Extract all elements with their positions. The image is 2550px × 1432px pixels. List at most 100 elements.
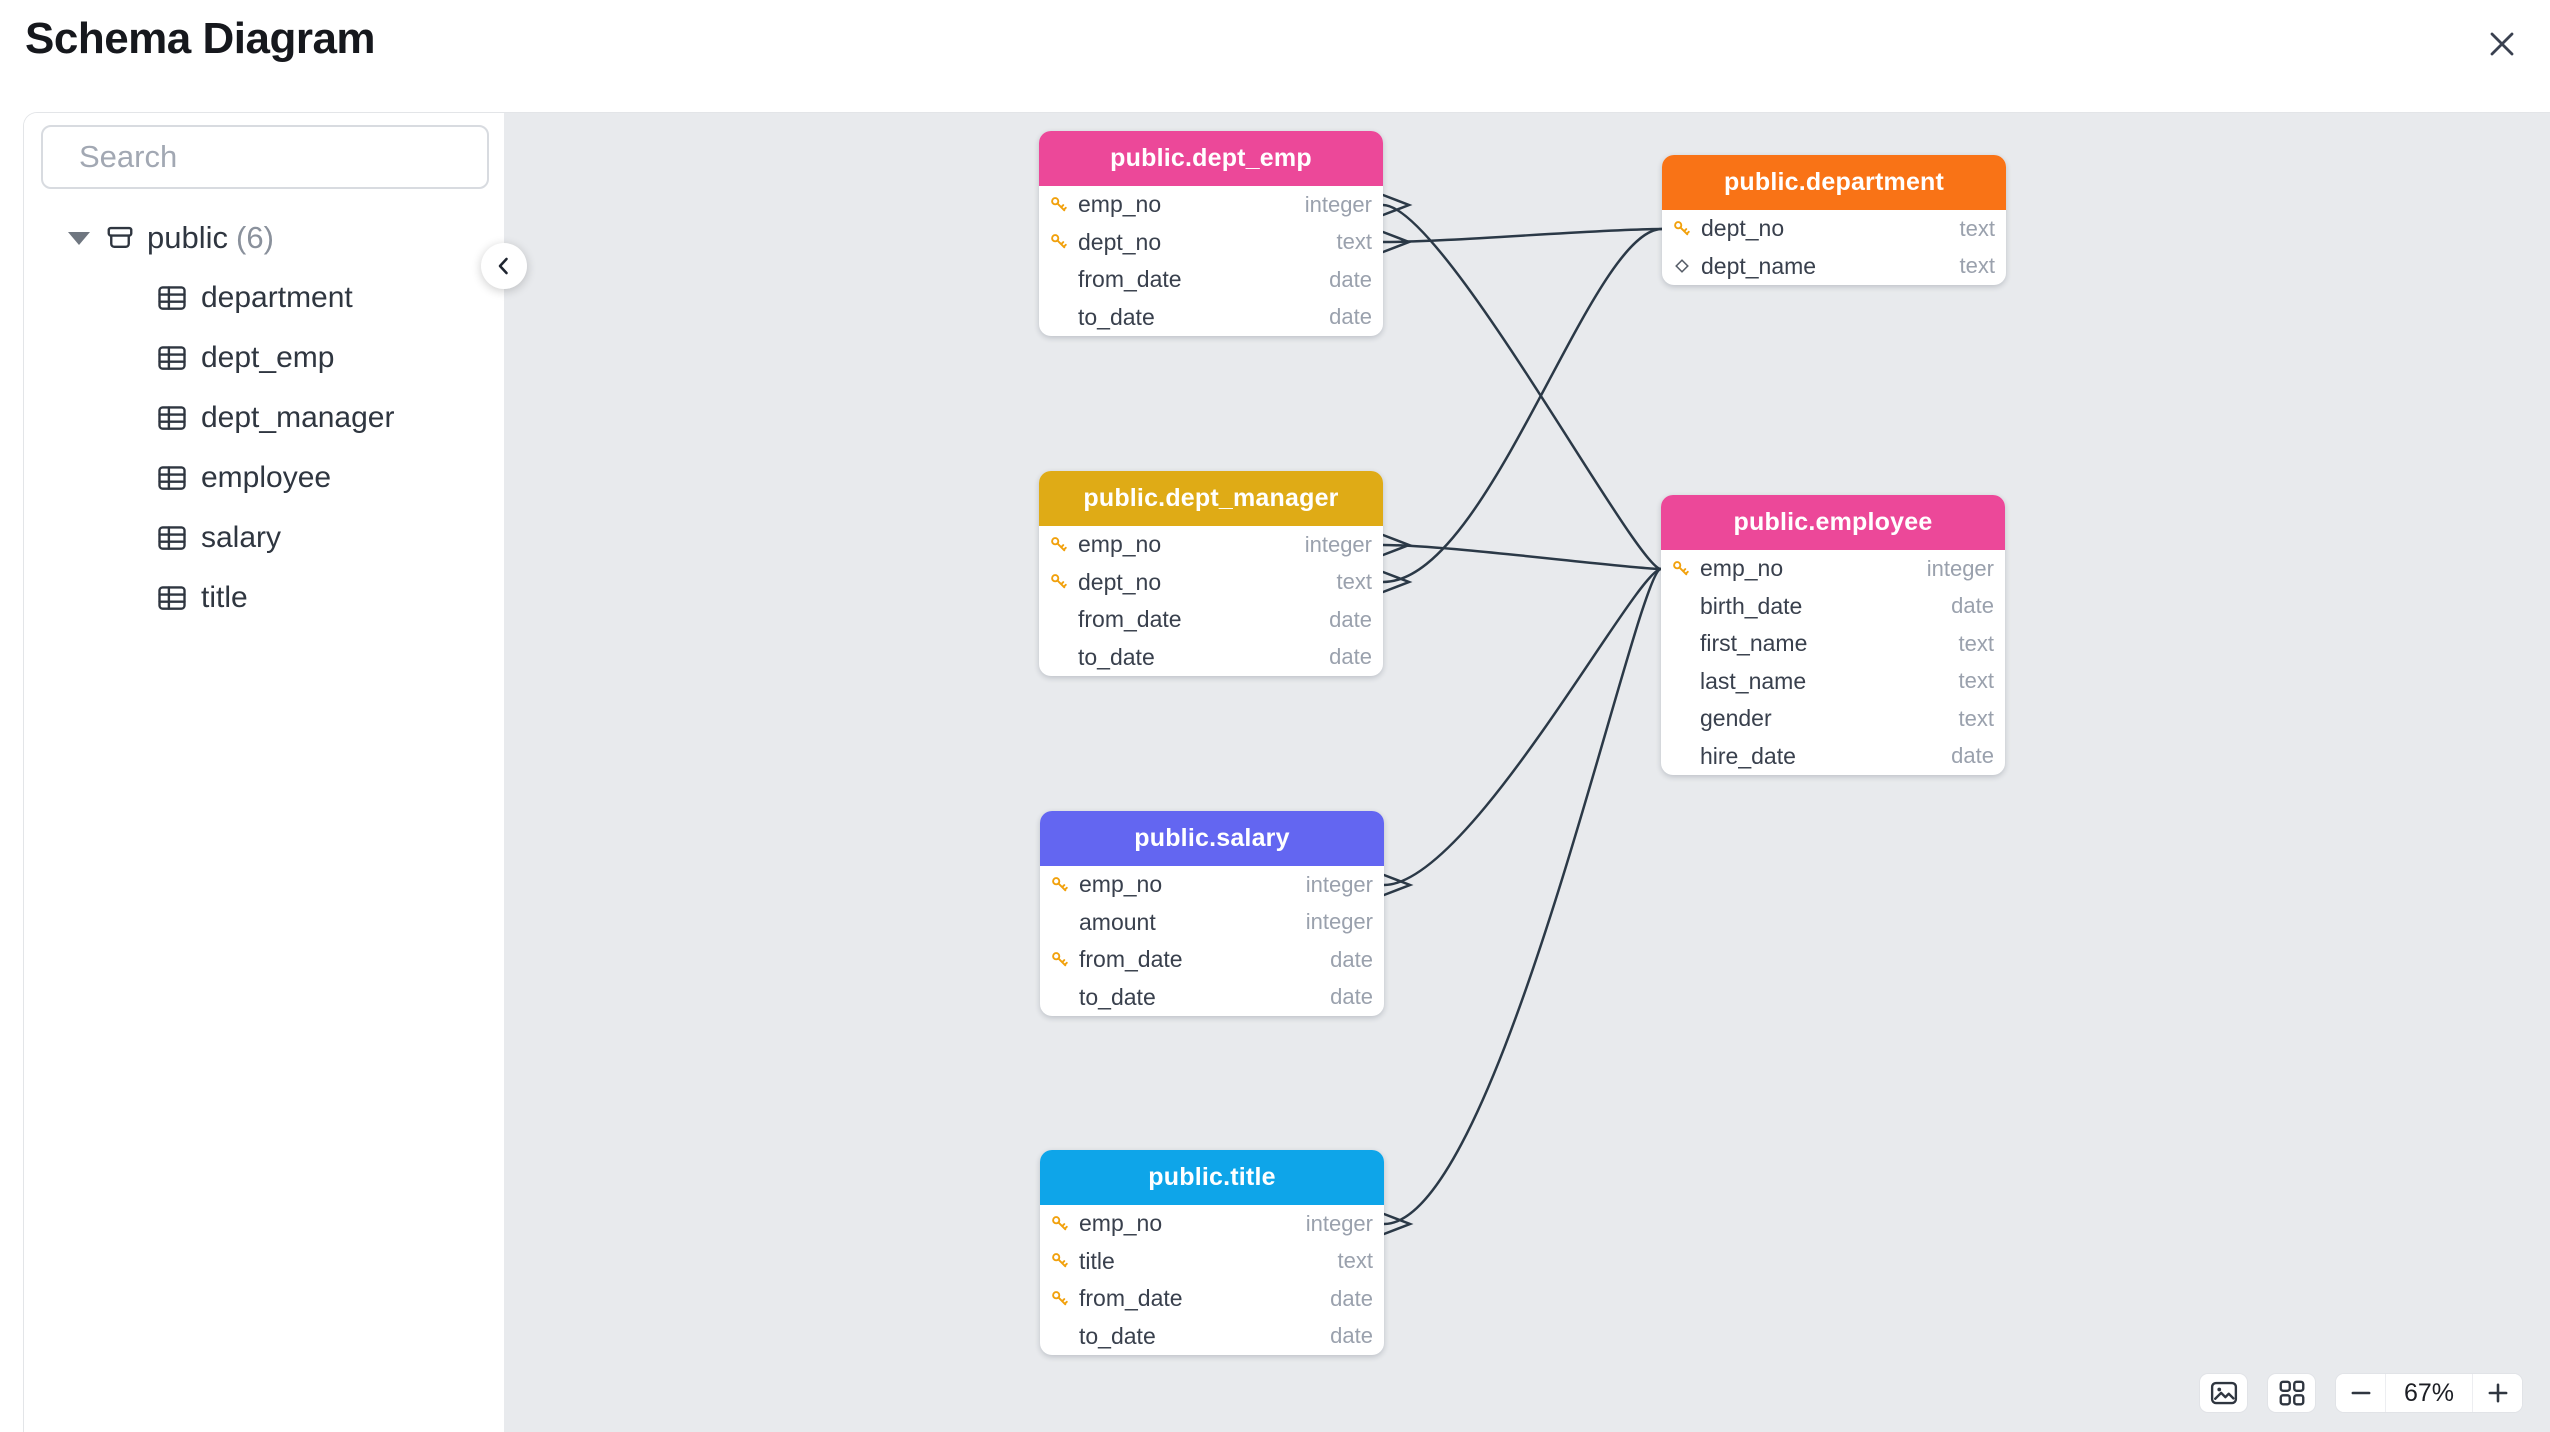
table-node-title-table[interactable]: public.title emp_no integer title text f… xyxy=(1040,1150,1384,1355)
primary-key-icon xyxy=(1673,220,1690,235)
table-row: amount integer xyxy=(1079,908,1373,935)
table-node-dept-manager[interactable]: public.dept_manager emp_no integer dept_… xyxy=(1039,471,1383,676)
table-node-dept-emp[interactable]: public.dept_emp emp_no integer dept_no t… xyxy=(1039,131,1383,336)
table-row: dept_name text xyxy=(1662,248,2006,286)
table-row: dept_no text xyxy=(1039,224,1383,262)
tree-item-dept-manager[interactable]: dept_manager xyxy=(24,388,504,448)
table-row: to_date date xyxy=(1078,643,1372,670)
table-row: title text xyxy=(1040,1243,1384,1281)
table-row: from_date date xyxy=(1078,606,1372,633)
page-title: Schema Diagram xyxy=(25,14,376,63)
auto-layout-button[interactable] xyxy=(2267,1373,2316,1413)
table-row: to_date date xyxy=(1079,983,1373,1010)
edge-dept-manager-to-employee xyxy=(1381,543,1663,571)
table-node-title: public.department xyxy=(1662,155,2006,210)
chevron-left-icon xyxy=(498,257,508,275)
table-node-title: public.salary xyxy=(1040,811,1384,866)
schema-label: public xyxy=(147,220,228,255)
primary-key-icon xyxy=(1050,234,1067,249)
tree-item-label: dept_manager xyxy=(201,401,395,434)
sidebar-collapse-button[interactable] xyxy=(481,243,527,289)
edge-salary-to-employee xyxy=(1382,567,1663,887)
edge-title-to-employee xyxy=(1382,567,1663,1226)
primary-key-icon xyxy=(1051,1290,1068,1305)
table-row: emp_no integer xyxy=(1661,550,2005,588)
table-node-department[interactable]: public.department dept_no text dept_name… xyxy=(1662,155,2006,285)
table-row: emp_no integer xyxy=(1039,186,1383,224)
table-row: dept_no text xyxy=(1039,564,1383,602)
table-row: from_date date xyxy=(1040,1280,1384,1318)
tree-item-label: salary xyxy=(201,521,282,554)
primary-key-icon xyxy=(1051,1215,1068,1230)
table-row: first_name text xyxy=(1700,630,1994,657)
canvas-controls: 67% xyxy=(2199,1373,2523,1413)
diagram-canvas[interactable]: public.dept_emp emp_no integer dept_no t… xyxy=(504,113,2550,1432)
zoom-in-button[interactable] xyxy=(2472,1374,2522,1412)
table-row: emp_no integer xyxy=(1040,866,1384,904)
table-row: emp_no integer xyxy=(1039,526,1383,564)
table-row: from_date date xyxy=(1078,266,1372,293)
search-input[interactable] xyxy=(77,138,480,176)
table-icon xyxy=(158,286,186,310)
grid-icon xyxy=(2279,1380,2304,1406)
table-icon xyxy=(158,586,186,610)
table-row: dept_no text xyxy=(1662,210,2006,248)
close-icon xyxy=(2490,32,2514,56)
plus-icon xyxy=(2488,1383,2507,1403)
zoom-control: 67% xyxy=(2335,1373,2523,1413)
sidebar: public (6) department dept_emp xyxy=(24,113,504,1432)
image-icon xyxy=(2210,1381,2237,1405)
tree-item-salary[interactable]: salary xyxy=(24,508,504,568)
table-node-title: public.dept_emp xyxy=(1039,131,1383,186)
caret-down-icon[interactable] xyxy=(68,231,90,245)
unique-diamond-icon xyxy=(1674,259,1689,274)
table-row: gender text xyxy=(1700,705,1994,732)
primary-key-icon xyxy=(1051,951,1068,966)
minus-icon xyxy=(2351,1391,2370,1395)
edge-dept-emp-to-department xyxy=(1381,227,1664,244)
zoom-level: 67% xyxy=(2386,1374,2472,1412)
primary-key-icon xyxy=(1051,1253,1068,1268)
table-icon xyxy=(158,406,186,430)
primary-key-icon xyxy=(1672,560,1689,575)
tree-item-label: department xyxy=(201,281,353,314)
download-image-button[interactable] xyxy=(2199,1373,2248,1413)
table-row: from_date date xyxy=(1040,941,1384,979)
table-icon xyxy=(158,526,186,550)
table-row: hire_date date xyxy=(1700,742,1994,769)
relationship-edges xyxy=(1381,193,1664,1236)
tree-item-employee[interactable]: employee xyxy=(24,448,504,508)
table-row: to_date date xyxy=(1078,303,1372,330)
table-node-title: public.title xyxy=(1040,1150,1384,1205)
table-icon xyxy=(158,466,186,490)
primary-key-icon xyxy=(1050,536,1067,551)
close-button[interactable] xyxy=(2482,24,2522,64)
tree-item-label: title xyxy=(201,581,248,614)
schema-table-count: (6) xyxy=(236,220,274,255)
primary-key-icon xyxy=(1050,196,1067,211)
search-box xyxy=(41,125,489,189)
tree-item-label: employee xyxy=(201,461,332,494)
tree-item-title[interactable]: title xyxy=(24,568,504,628)
edge-dept-manager-to-department xyxy=(1381,227,1664,584)
zoom-out-button[interactable] xyxy=(2336,1374,2386,1412)
table-row: to_date date xyxy=(1079,1322,1373,1349)
tree-item-department[interactable]: department xyxy=(24,268,504,328)
primary-key-icon xyxy=(1050,574,1067,589)
table-icon xyxy=(158,346,186,370)
table-node-title: public.dept_manager xyxy=(1039,471,1383,526)
tree-item-label: dept_emp xyxy=(201,341,335,374)
diagram-container: public (6) department dept_emp xyxy=(23,112,2550,1432)
table-node-title: public.employee xyxy=(1661,495,2005,550)
table-node-salary[interactable]: public.salary emp_no integer amount inte… xyxy=(1040,811,1384,1016)
table-row: emp_no integer xyxy=(1040,1205,1384,1243)
table-row: last_name text xyxy=(1700,667,1994,694)
table-node-employee[interactable]: public.employee emp_no integer birth_dat… xyxy=(1661,495,2005,775)
edge-source-markers xyxy=(1381,193,1414,1236)
tree-item-schema-public[interactable]: public (6) xyxy=(24,208,504,268)
tree-item-dept-emp[interactable]: dept_emp xyxy=(24,328,504,388)
schema-icon xyxy=(107,226,133,248)
table-row: birth_date date xyxy=(1700,592,1994,619)
schema-tree: public (6) department dept_emp xyxy=(24,208,504,628)
